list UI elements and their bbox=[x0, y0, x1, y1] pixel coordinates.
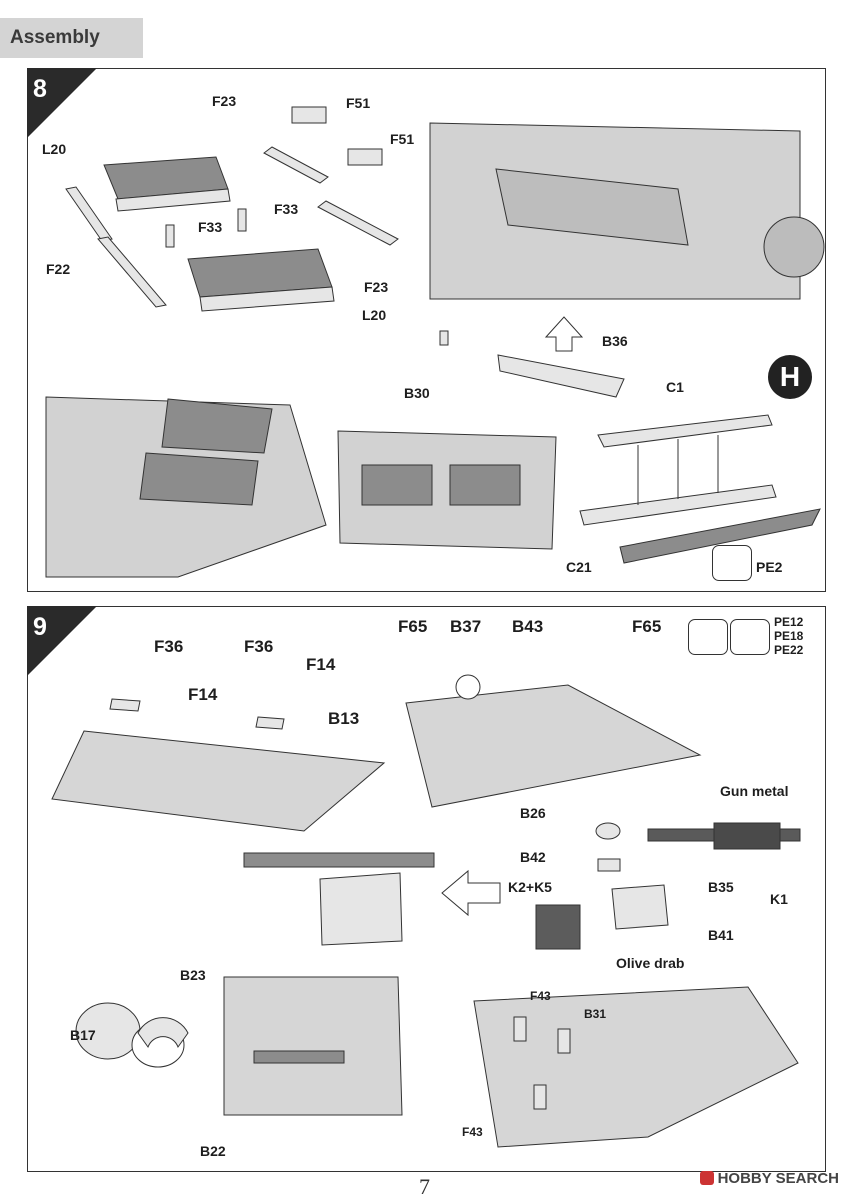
part-c1 bbox=[597, 414, 773, 448]
label-b36: B36 bbox=[602, 333, 628, 349]
paint-gun-metal: Gun metal bbox=[720, 783, 789, 799]
label-b26: B26 bbox=[520, 805, 546, 821]
label-b13: B13 bbox=[328, 709, 360, 728]
label-f36: F36 bbox=[244, 637, 274, 656]
part-f51-b bbox=[347, 148, 383, 166]
arrow-left-icon bbox=[441, 869, 501, 917]
label-b42: B42 bbox=[520, 849, 546, 865]
label-b41: B41 bbox=[708, 927, 734, 943]
label-f43: F43 bbox=[530, 989, 551, 1003]
label-f14: F14 bbox=[306, 655, 336, 674]
part-b23 bbox=[137, 1017, 189, 1049]
label-b35: B35 bbox=[708, 879, 734, 895]
label-pe22: PE22 bbox=[774, 643, 804, 657]
label-f43: F43 bbox=[462, 1125, 483, 1139]
label-f51: F51 bbox=[346, 95, 371, 111]
part-b36 bbox=[497, 354, 625, 398]
label-l20: L20 bbox=[362, 307, 387, 323]
arrow-up-icon bbox=[544, 316, 584, 352]
part-f23-b bbox=[317, 200, 399, 246]
part-b41 bbox=[611, 884, 669, 930]
section-title: Assembly bbox=[10, 27, 100, 48]
label-k2-k5: K2+K5 bbox=[508, 879, 552, 895]
part-c21 bbox=[579, 484, 777, 526]
page-number: 7 bbox=[419, 1174, 430, 1199]
step-badge bbox=[27, 68, 97, 138]
assembled-gun bbox=[243, 852, 435, 868]
label-b43: B43 bbox=[512, 617, 544, 636]
part-f43-b bbox=[533, 1084, 547, 1110]
label-f22: F22 bbox=[46, 261, 71, 277]
turret-detail-view bbox=[223, 976, 403, 1116]
part-b13 bbox=[51, 730, 386, 832]
part-f14-b bbox=[255, 716, 285, 730]
hull-plate-right bbox=[405, 684, 702, 808]
part-b42 bbox=[597, 858, 621, 872]
part-f33-a bbox=[165, 224, 175, 248]
step-8-drawings bbox=[45, 106, 825, 578]
part-pe2-mesh bbox=[619, 508, 821, 564]
label-b17: B17 bbox=[70, 1027, 96, 1043]
label-pe2: PE2 bbox=[756, 559, 783, 575]
label-b31: B31 bbox=[584, 1007, 607, 1021]
part-b30 bbox=[439, 330, 449, 346]
turret-plate-right bbox=[473, 986, 799, 1148]
part-f33-b bbox=[237, 208, 247, 232]
step-9-drawings bbox=[51, 674, 801, 1148]
label-pe18: PE18 bbox=[774, 629, 804, 643]
paint-olive-drab: Olive drab bbox=[616, 955, 685, 971]
hull-view-b bbox=[337, 430, 557, 550]
part-b26 bbox=[595, 822, 621, 840]
section-tab: Assembly bbox=[0, 18, 143, 58]
label-f65: F65 bbox=[398, 617, 428, 636]
part-f43-a bbox=[513, 1016, 527, 1042]
photo-etch-icon bbox=[712, 545, 752, 581]
marker-h: H bbox=[768, 355, 812, 399]
part-b37 bbox=[455, 674, 481, 700]
label-b23: B23 bbox=[180, 967, 206, 983]
arrow-down-icon bbox=[688, 619, 728, 655]
assembled-mount bbox=[319, 872, 403, 946]
step-number: 9 bbox=[33, 613, 47, 641]
label-b22: B22 bbox=[200, 1143, 226, 1159]
step-badge bbox=[27, 606, 97, 676]
label-f33: F33 bbox=[274, 201, 299, 217]
part-f22-b bbox=[97, 236, 167, 308]
step-9-panel: 9 bbox=[27, 606, 826, 1172]
part-f22-a bbox=[65, 186, 113, 242]
photo-etch-icon bbox=[730, 619, 770, 655]
step-8-panel: 8 bbox=[27, 68, 826, 592]
label-c21: C21 bbox=[566, 559, 592, 575]
label-f36: F36 bbox=[154, 637, 184, 656]
watermark: HOBBY SEARCH bbox=[699, 1170, 839, 1187]
label-f51: F51 bbox=[390, 131, 415, 147]
watermark-text: HOBBY SEARCH bbox=[717, 1170, 839, 1187]
label-f23: F23 bbox=[364, 279, 389, 295]
part-b31 bbox=[557, 1028, 571, 1054]
label-f65: F65 bbox=[632, 617, 662, 636]
label-f14: F14 bbox=[188, 685, 218, 704]
label-pe12: PE12 bbox=[774, 615, 804, 629]
hobby-search-logo-icon bbox=[699, 1171, 714, 1185]
label-k1: K1 bbox=[770, 891, 788, 907]
label-f23: F23 bbox=[212, 93, 237, 109]
part-f51-a bbox=[291, 106, 327, 124]
label-l20: L20 bbox=[42, 141, 67, 157]
part-f14-a bbox=[109, 698, 141, 712]
label-b37: B37 bbox=[450, 617, 482, 636]
label-c1: C1 bbox=[666, 379, 684, 395]
part-f23-a bbox=[263, 146, 329, 184]
part-k2-k5-ammo bbox=[535, 904, 581, 950]
label-b30: B30 bbox=[404, 385, 430, 401]
step-number: 8 bbox=[33, 75, 47, 103]
label-f33: F33 bbox=[198, 219, 223, 235]
